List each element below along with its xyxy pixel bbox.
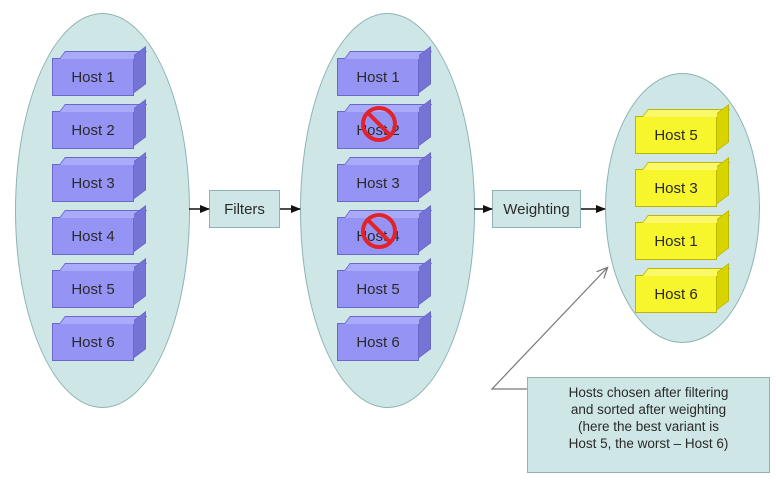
host-label: Host 6 — [71, 333, 115, 351]
note-pointer — [490, 268, 607, 390]
filters-label: Filters — [224, 200, 265, 218]
host-box: Host 1 — [337, 58, 419, 96]
host-box: Host 2 — [52, 111, 134, 149]
weighting-step: Weighting — [492, 190, 581, 228]
host-label: Host 5 — [71, 280, 115, 298]
host-label: Host 6 — [356, 333, 400, 351]
filters-step: Filters — [209, 190, 280, 228]
host-label: Host 1 — [71, 68, 115, 86]
host-label: Host 5 — [654, 126, 698, 144]
host-label: Host 2 — [71, 121, 115, 139]
explanation-note: Hosts chosen after filtering and sorted … — [527, 377, 770, 473]
host-label: Host 3 — [654, 179, 698, 197]
host-box: Host 6 — [337, 323, 419, 361]
host-box: Host 5 — [52, 270, 134, 308]
host-box: Host 3 — [337, 164, 419, 202]
weighting-label: Weighting — [503, 200, 570, 218]
host-label: Host 1 — [356, 68, 400, 86]
host-label: Host 5 — [356, 280, 400, 298]
prohibited-icon — [361, 106, 397, 142]
host-box: Host 4 — [52, 217, 134, 255]
host-label: Host 6 — [654, 285, 698, 303]
host-label: Host 3 — [356, 174, 400, 192]
host-label: Host 3 — [71, 174, 115, 192]
host-box: Host 5 — [337, 270, 419, 308]
chosen-host-box: Host 5 — [635, 116, 717, 154]
prohibited-icon — [361, 213, 397, 249]
chosen-host-box: Host 1 — [635, 222, 717, 260]
host-box: Host 1 — [52, 58, 134, 96]
chosen-host-box: Host 6 — [635, 275, 717, 313]
host-box: Host 3 — [52, 164, 134, 202]
host-label: Host 4 — [71, 227, 115, 245]
host-box: Host 6 — [52, 323, 134, 361]
host-label: Host 1 — [654, 232, 698, 250]
chosen-host-box: Host 3 — [635, 169, 717, 207]
